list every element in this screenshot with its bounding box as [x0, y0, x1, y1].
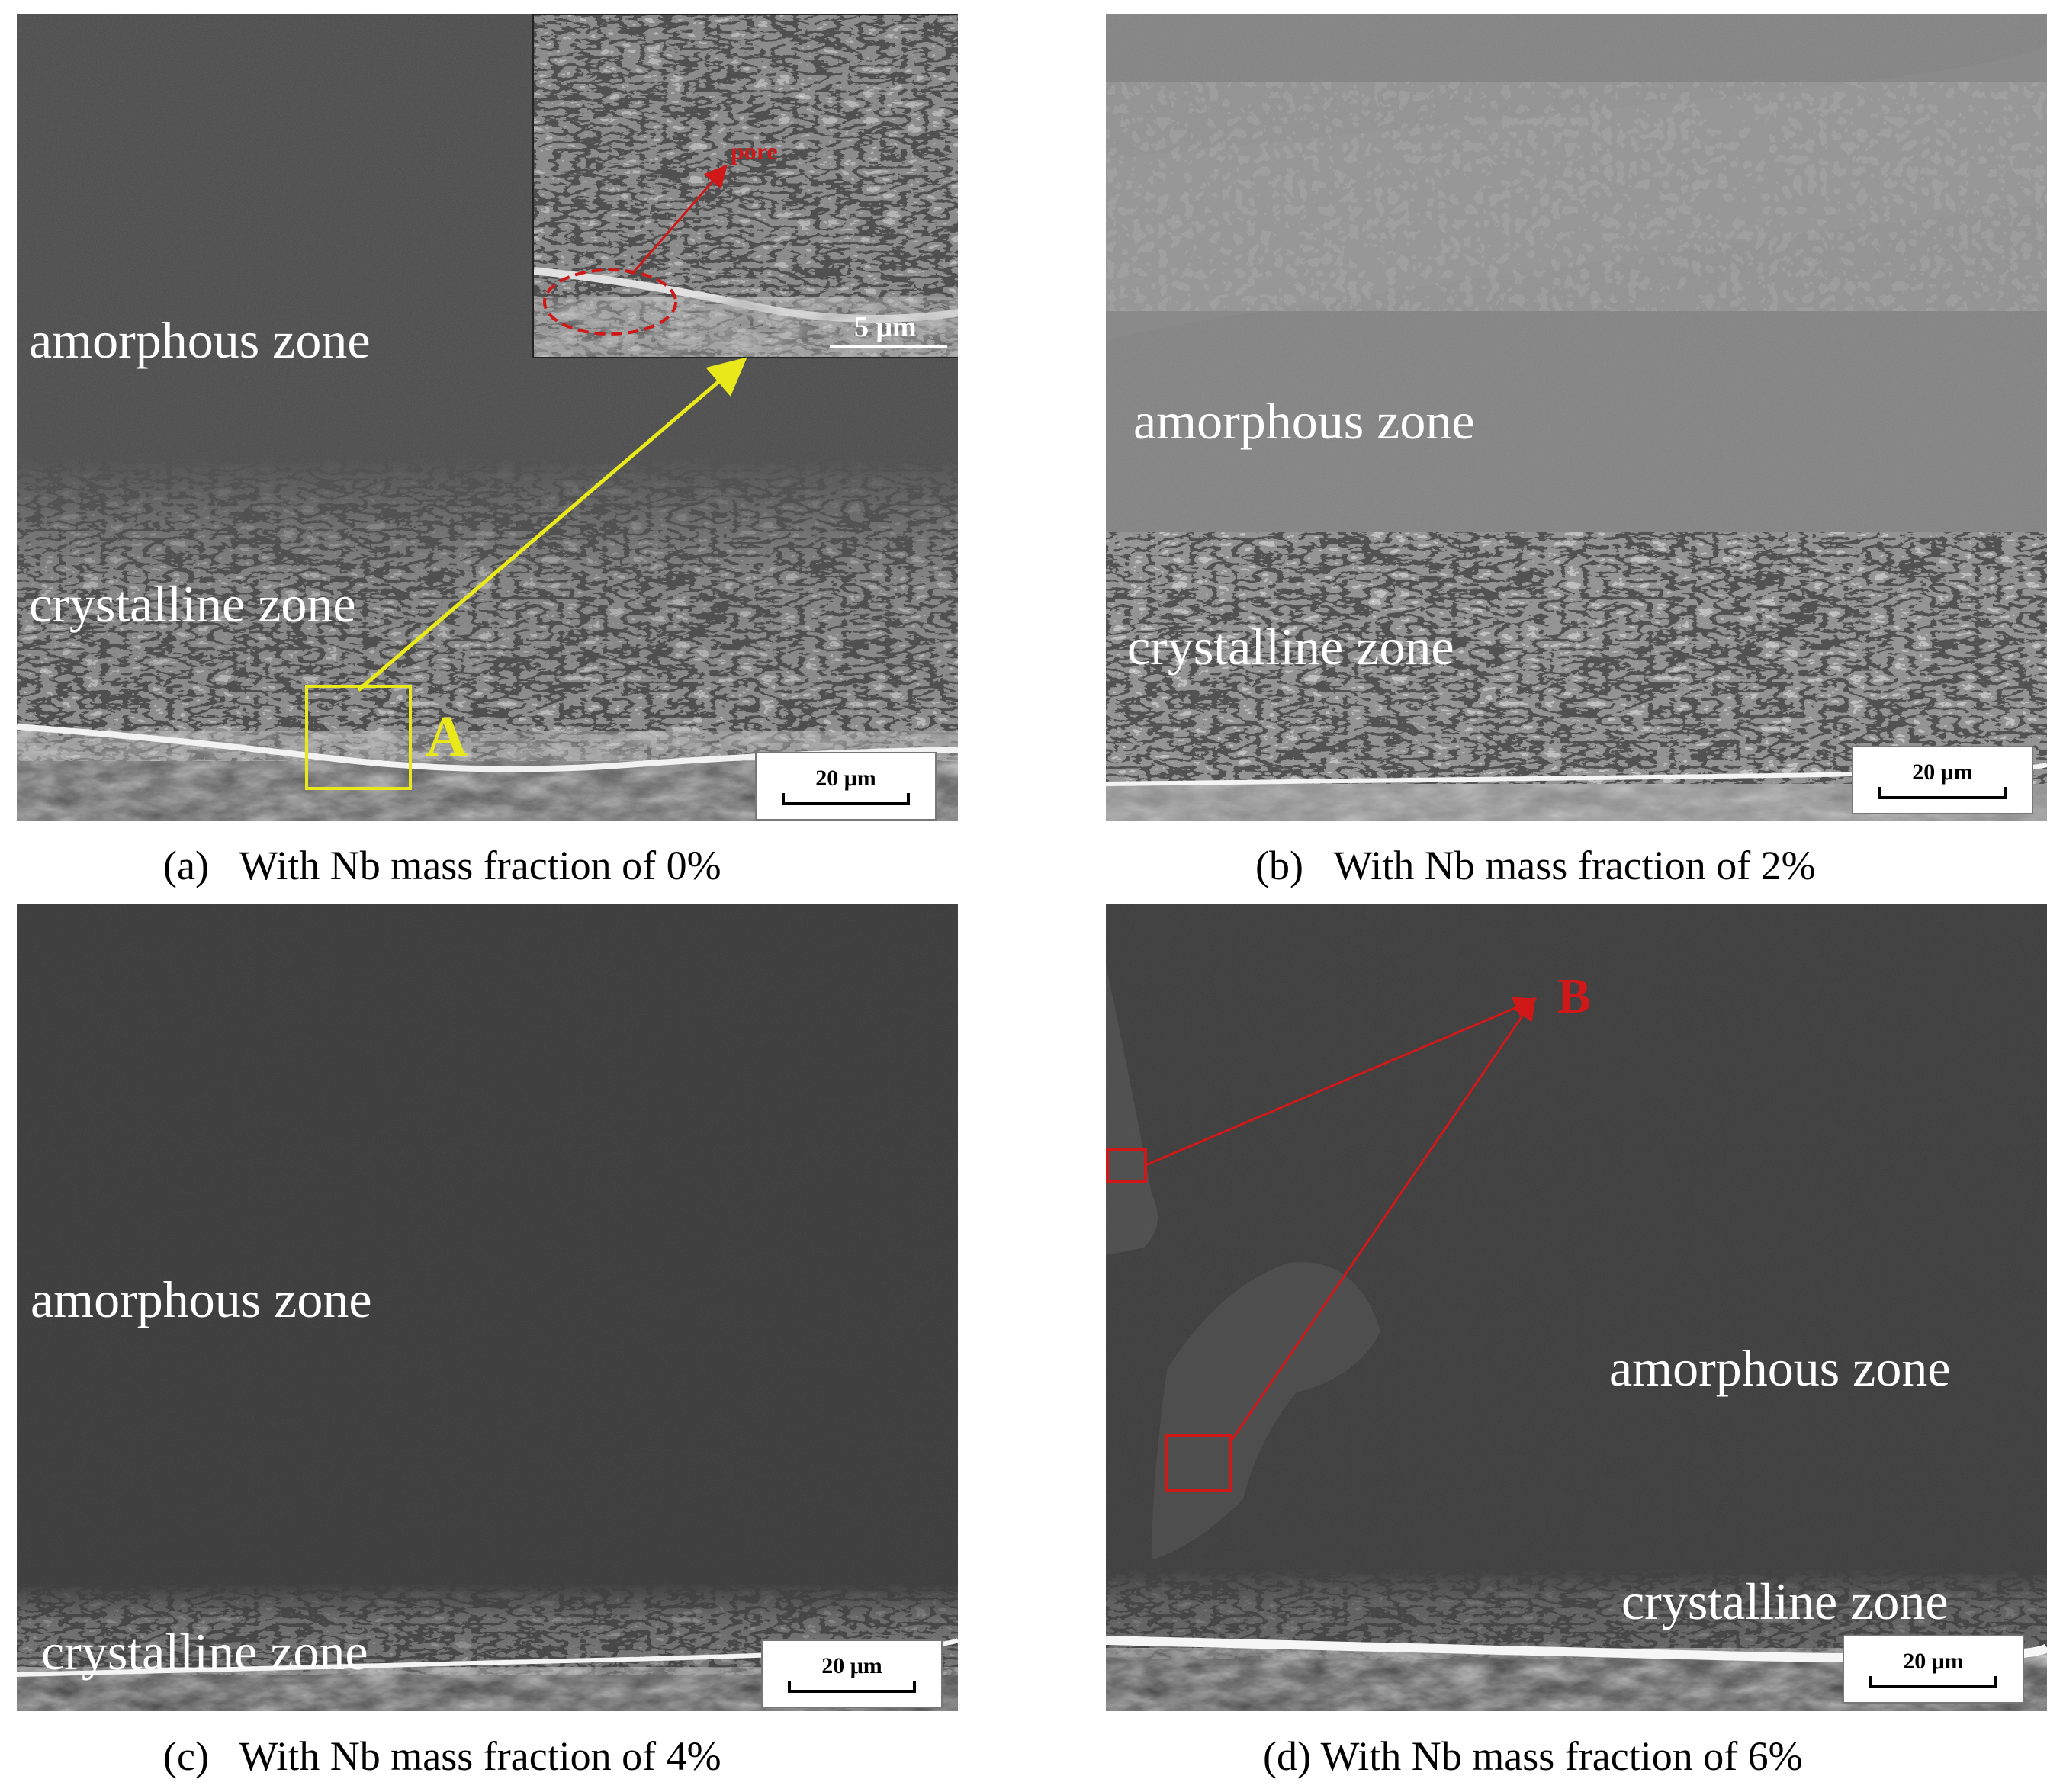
caption-d: (d) With Nb mass fraction of 6% [1263, 1733, 1803, 1779]
caption-c: (c) With Nb mass fraction of 4% [163, 1733, 721, 1779]
sem-panel-c: amorphous zone crystalline zone 20 μm [17, 904, 958, 1711]
scale-bar-label-b: 20 μm [1912, 760, 1973, 785]
scale-bar-label-c: 20 μm [821, 1653, 882, 1678]
scale-bar-a: 20 μm [755, 752, 937, 821]
scale-bar-b: 20 μm [1852, 746, 2033, 814]
scale-bar-c: 20 μm [761, 1639, 943, 1708]
sem-texture-c [17, 904, 958, 1711]
pore-label: pore [731, 137, 778, 165]
sem-panel-d: amorphous zone crystalline zone 20 μm [1106, 904, 2047, 1711]
marker-b: B [1557, 968, 1592, 1024]
amorphous-zone-label-b: amorphous zone [1133, 392, 1475, 450]
inset-scale-bar [830, 345, 947, 348]
marker-a: A [426, 705, 468, 769]
scale-bar-line-b [1878, 787, 2007, 799]
scale-bar-label-d: 20 μm [1903, 1649, 1964, 1674]
sem-panel-a: pore 5 μm amorphous zone crystalline zon… [17, 14, 958, 821]
crystalline-zone-label-d: crystalline zone [1621, 1572, 1949, 1630]
crystalline-zone-label-b: crystalline zone [1127, 618, 1454, 676]
scale-bar-d: 20 μm [1843, 1635, 2024, 1704]
scale-bar-line-d [1869, 1676, 1998, 1688]
sem-texture-b [1106, 14, 2047, 821]
inset-scale-label: 5 μm [854, 311, 917, 343]
amorphous-zone-label-a: amorphous zone [29, 311, 371, 369]
scale-bar-label-a: 20 μm [815, 766, 876, 791]
caption-b: (b) With Nb mass fraction of 2% [1255, 843, 1816, 888]
sem-panel-b: amorphous zone crystalline zone 20 μm [1106, 14, 2047, 821]
caption-a: (a) With Nb mass fraction of 0% [163, 843, 721, 888]
amorphous-zone-label-c: amorphous zone [31, 1270, 372, 1328]
amorphous-zone-label-d: amorphous zone [1609, 1339, 1951, 1397]
inset-texture [534, 15, 958, 357]
crystalline-zone-label-c: crystalline zone [41, 1623, 368, 1681]
inset-magnified-region-a: pore 5 μm [532, 14, 958, 358]
scale-bar-line-c [787, 1681, 917, 1693]
scale-bar-line-a [781, 793, 911, 805]
crystalline-zone-label-a: crystalline zone [29, 575, 356, 633]
